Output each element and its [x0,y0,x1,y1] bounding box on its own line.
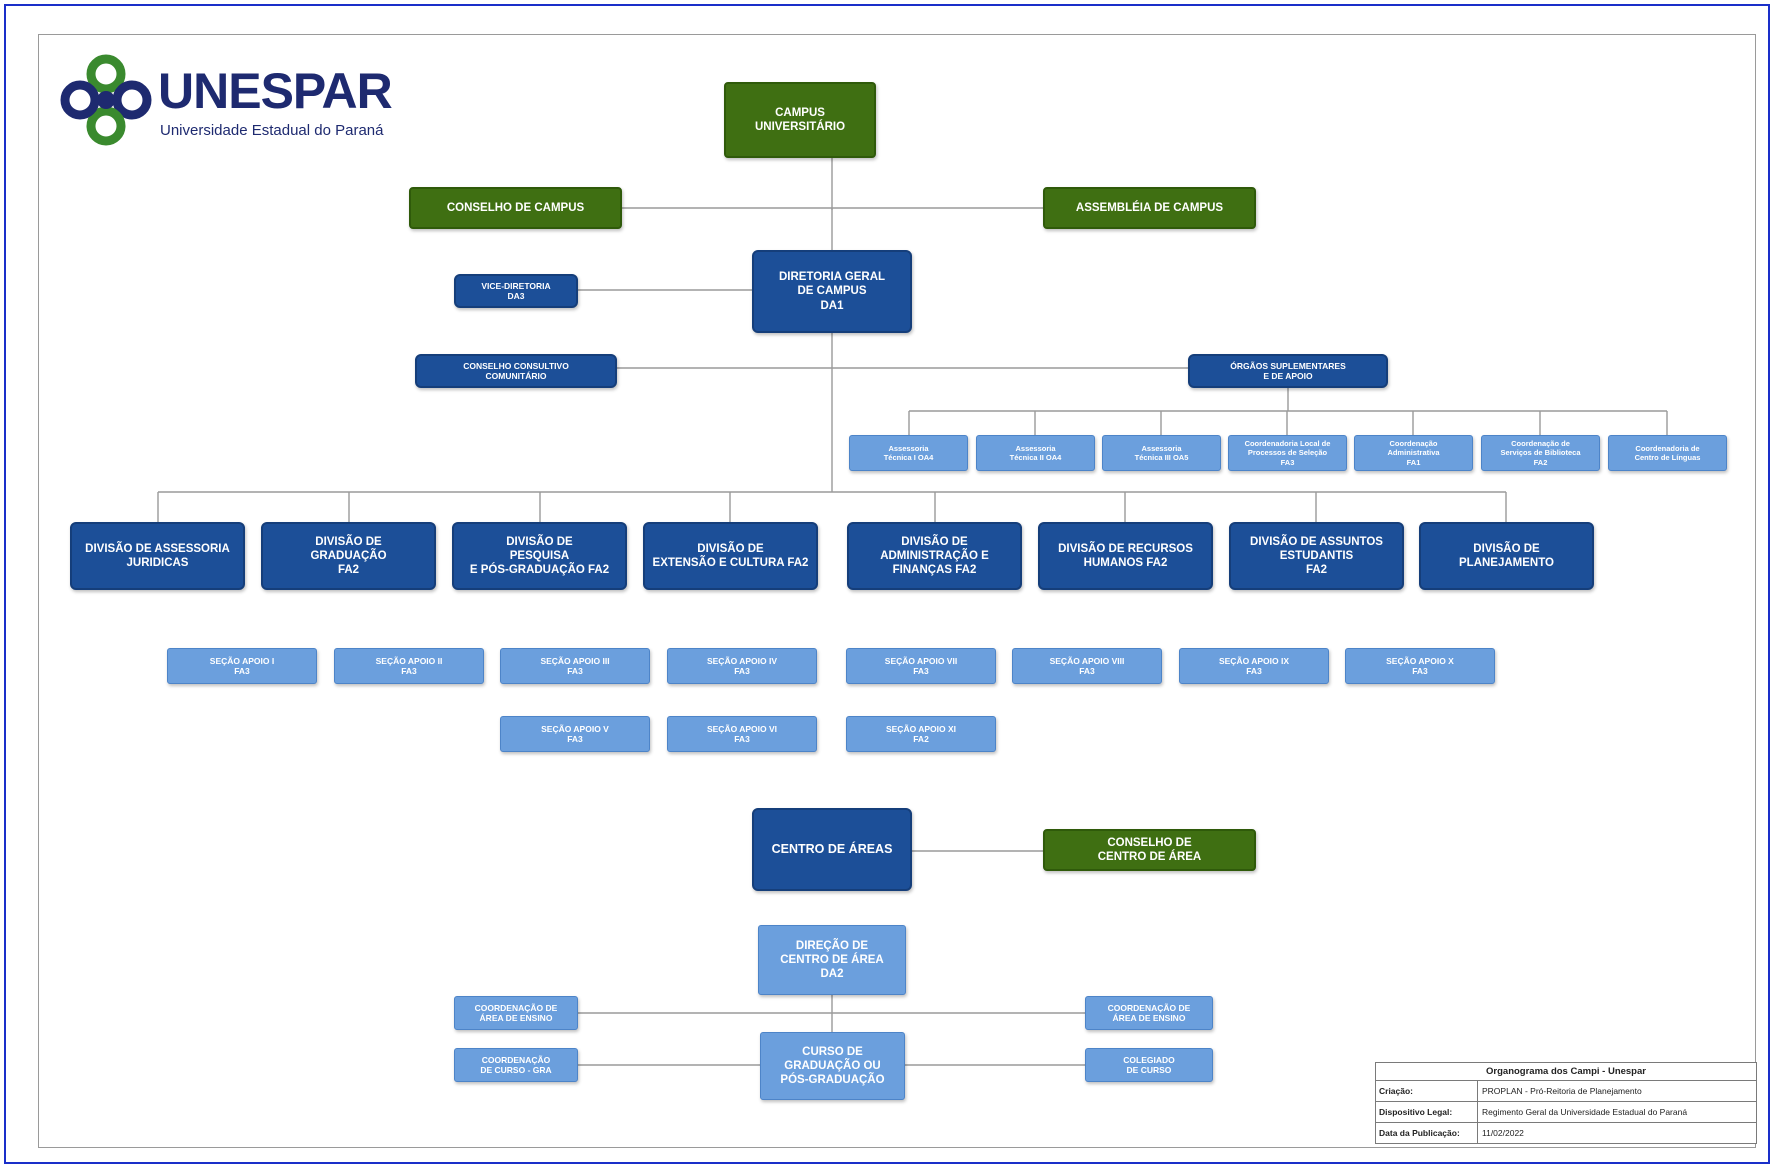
centro-areas-node: CENTRO DE ÁREAS [752,808,912,891]
secao-apoio-node: SEÇÃO APOIO V FA3 [500,716,650,752]
info-row: Criação: PROPLAN - Pró-Reitoria de Plane… [1376,1081,1756,1102]
secao-apoio-node: SEÇÃO APOIO VIII FA3 [1012,648,1162,684]
info-value: PROPLAN - Pró-Reitoria de Planejamento [1482,1086,1642,1096]
divisao-node: DIVISÃO DE PESQUISA E PÓS-GRADUAÇÃO FA2 [452,522,627,590]
info-table: Organograma dos Campi - Unespar Criação:… [1375,1062,1757,1144]
secao-apoio-node: SEÇÃO APOIO III FA3 [500,648,650,684]
conselho-consultivo-node: CONSELHO CONSULTIVO COMUNITÁRIO [415,354,617,388]
divisao-node: DIVISÃO DE ASSESSORIA JURIDICAS [70,522,245,590]
secao-apoio-node: SEÇÃO APOIO II FA3 [334,648,484,684]
vice-diretoria-node: VICE-DIRETORIA DA3 [454,274,578,308]
conselho-centro-area-node: CONSELHO DE CENTRO DE ÁREA [1043,829,1256,871]
info-row: Data da Publicação: 11/02/2022 [1376,1123,1756,1143]
apoio-node: Assessoria Técnica II OA4 [976,435,1095,471]
curso-node: CURSO DE GRADUAÇÃO OU PÓS-GRADUAÇÃO [760,1032,905,1100]
info-value: 11/02/2022 [1482,1128,1524,1138]
divisao-node: DIVISÃO DE ASSUNTOS ESTUDANTIS FA2 [1229,522,1404,590]
unespar-logo: UNESPAR Universidade Estadual do Paraná [58,52,408,148]
logo-name: UNESPAR [158,63,393,119]
diagram-border [38,34,1756,1148]
page-border [4,4,1770,1164]
secao-apoio-node: SEÇÃO APOIO XI FA2 [846,716,996,752]
info-table-title: Organograma dos Campi - Unespar [1376,1063,1756,1081]
info-value: Regimento Geral da Universidade Estadual… [1482,1107,1688,1117]
secao-apoio-node: SEÇÃO APOIO VII FA3 [846,648,996,684]
secao-apoio-node: SEÇÃO APOIO I FA3 [167,648,317,684]
divisao-node: DIVISÃO DE ADMINISTRAÇÃO E FINANÇAS FA2 [847,522,1022,590]
campus-universitario-node: CAMPUS UNIVERSITÁRIO [724,82,876,158]
secao-apoio-node: SEÇÃO APOIO IV FA3 [667,648,817,684]
apoio-node: Coordenação Administrativa FA1 [1354,435,1473,471]
assembleia-campus-node: ASSEMBLÉIA DE CAMPUS [1043,187,1256,229]
logo-subtitle: Universidade Estadual do Paraná [160,122,384,139]
info-label: Data da Publicação: [1376,1123,1478,1143]
diretoria-geral-node: DIRETORIA GERAL DE CAMPUS DA1 [752,250,912,333]
info-label: Dispositivo Legal: [1376,1102,1478,1122]
coord-curso-node: COORDENAÇÃO DE CURSO - GRA [454,1048,578,1082]
coord-area-ensino-left-node: COORDENAÇÃO DE ÁREA DE ENSINO [454,996,578,1030]
unespar-emblem-icon [60,54,152,146]
secao-apoio-node: SEÇÃO APOIO X FA3 [1345,648,1495,684]
divisao-node: DIVISÃO DE RECURSOS HUMANOS FA2 [1038,522,1213,590]
secao-apoio-node: SEÇÃO APOIO IX FA3 [1179,648,1329,684]
apoio-node: Coordenação de Serviços de Biblioteca FA… [1481,435,1600,471]
secao-apoio-node: SEÇÃO APOIO VI FA3 [667,716,817,752]
apoio-node: Coordenadoria de Centro de Línguas [1608,435,1727,471]
apoio-node: Assessoria Técnica I OA4 [849,435,968,471]
info-row: Dispositivo Legal: Regimento Geral da Un… [1376,1102,1756,1123]
orgaos-suplementares-node: ÓRGÃOS SUPLEMENTARES E DE APOIO [1188,354,1388,388]
divisao-node: DIVISÃO DE EXTENSÃO E CULTURA FA2 [643,522,818,590]
direcao-centro-area-node: DIREÇÃO DE CENTRO DE ÁREA DA2 [758,925,906,995]
divisao-node: DIVISÃO DE PLANEJAMENTO [1419,522,1594,590]
info-label: Criação: [1376,1081,1478,1101]
divisao-node: DIVISÃO DE GRADUAÇÃO FA2 [261,522,436,590]
conselho-campus-node: CONSELHO DE CAMPUS [409,187,622,229]
apoio-node: Assessoria Técnica III OA5 [1102,435,1221,471]
apoio-node: Coordenadoria Local de Processos de Sele… [1228,435,1347,471]
colegiado-node: COLEGIADO DE CURSO [1085,1048,1213,1082]
coord-area-ensino-right-node: COORDENAÇÃO DE ÁREA DE ENSINO [1085,996,1213,1030]
